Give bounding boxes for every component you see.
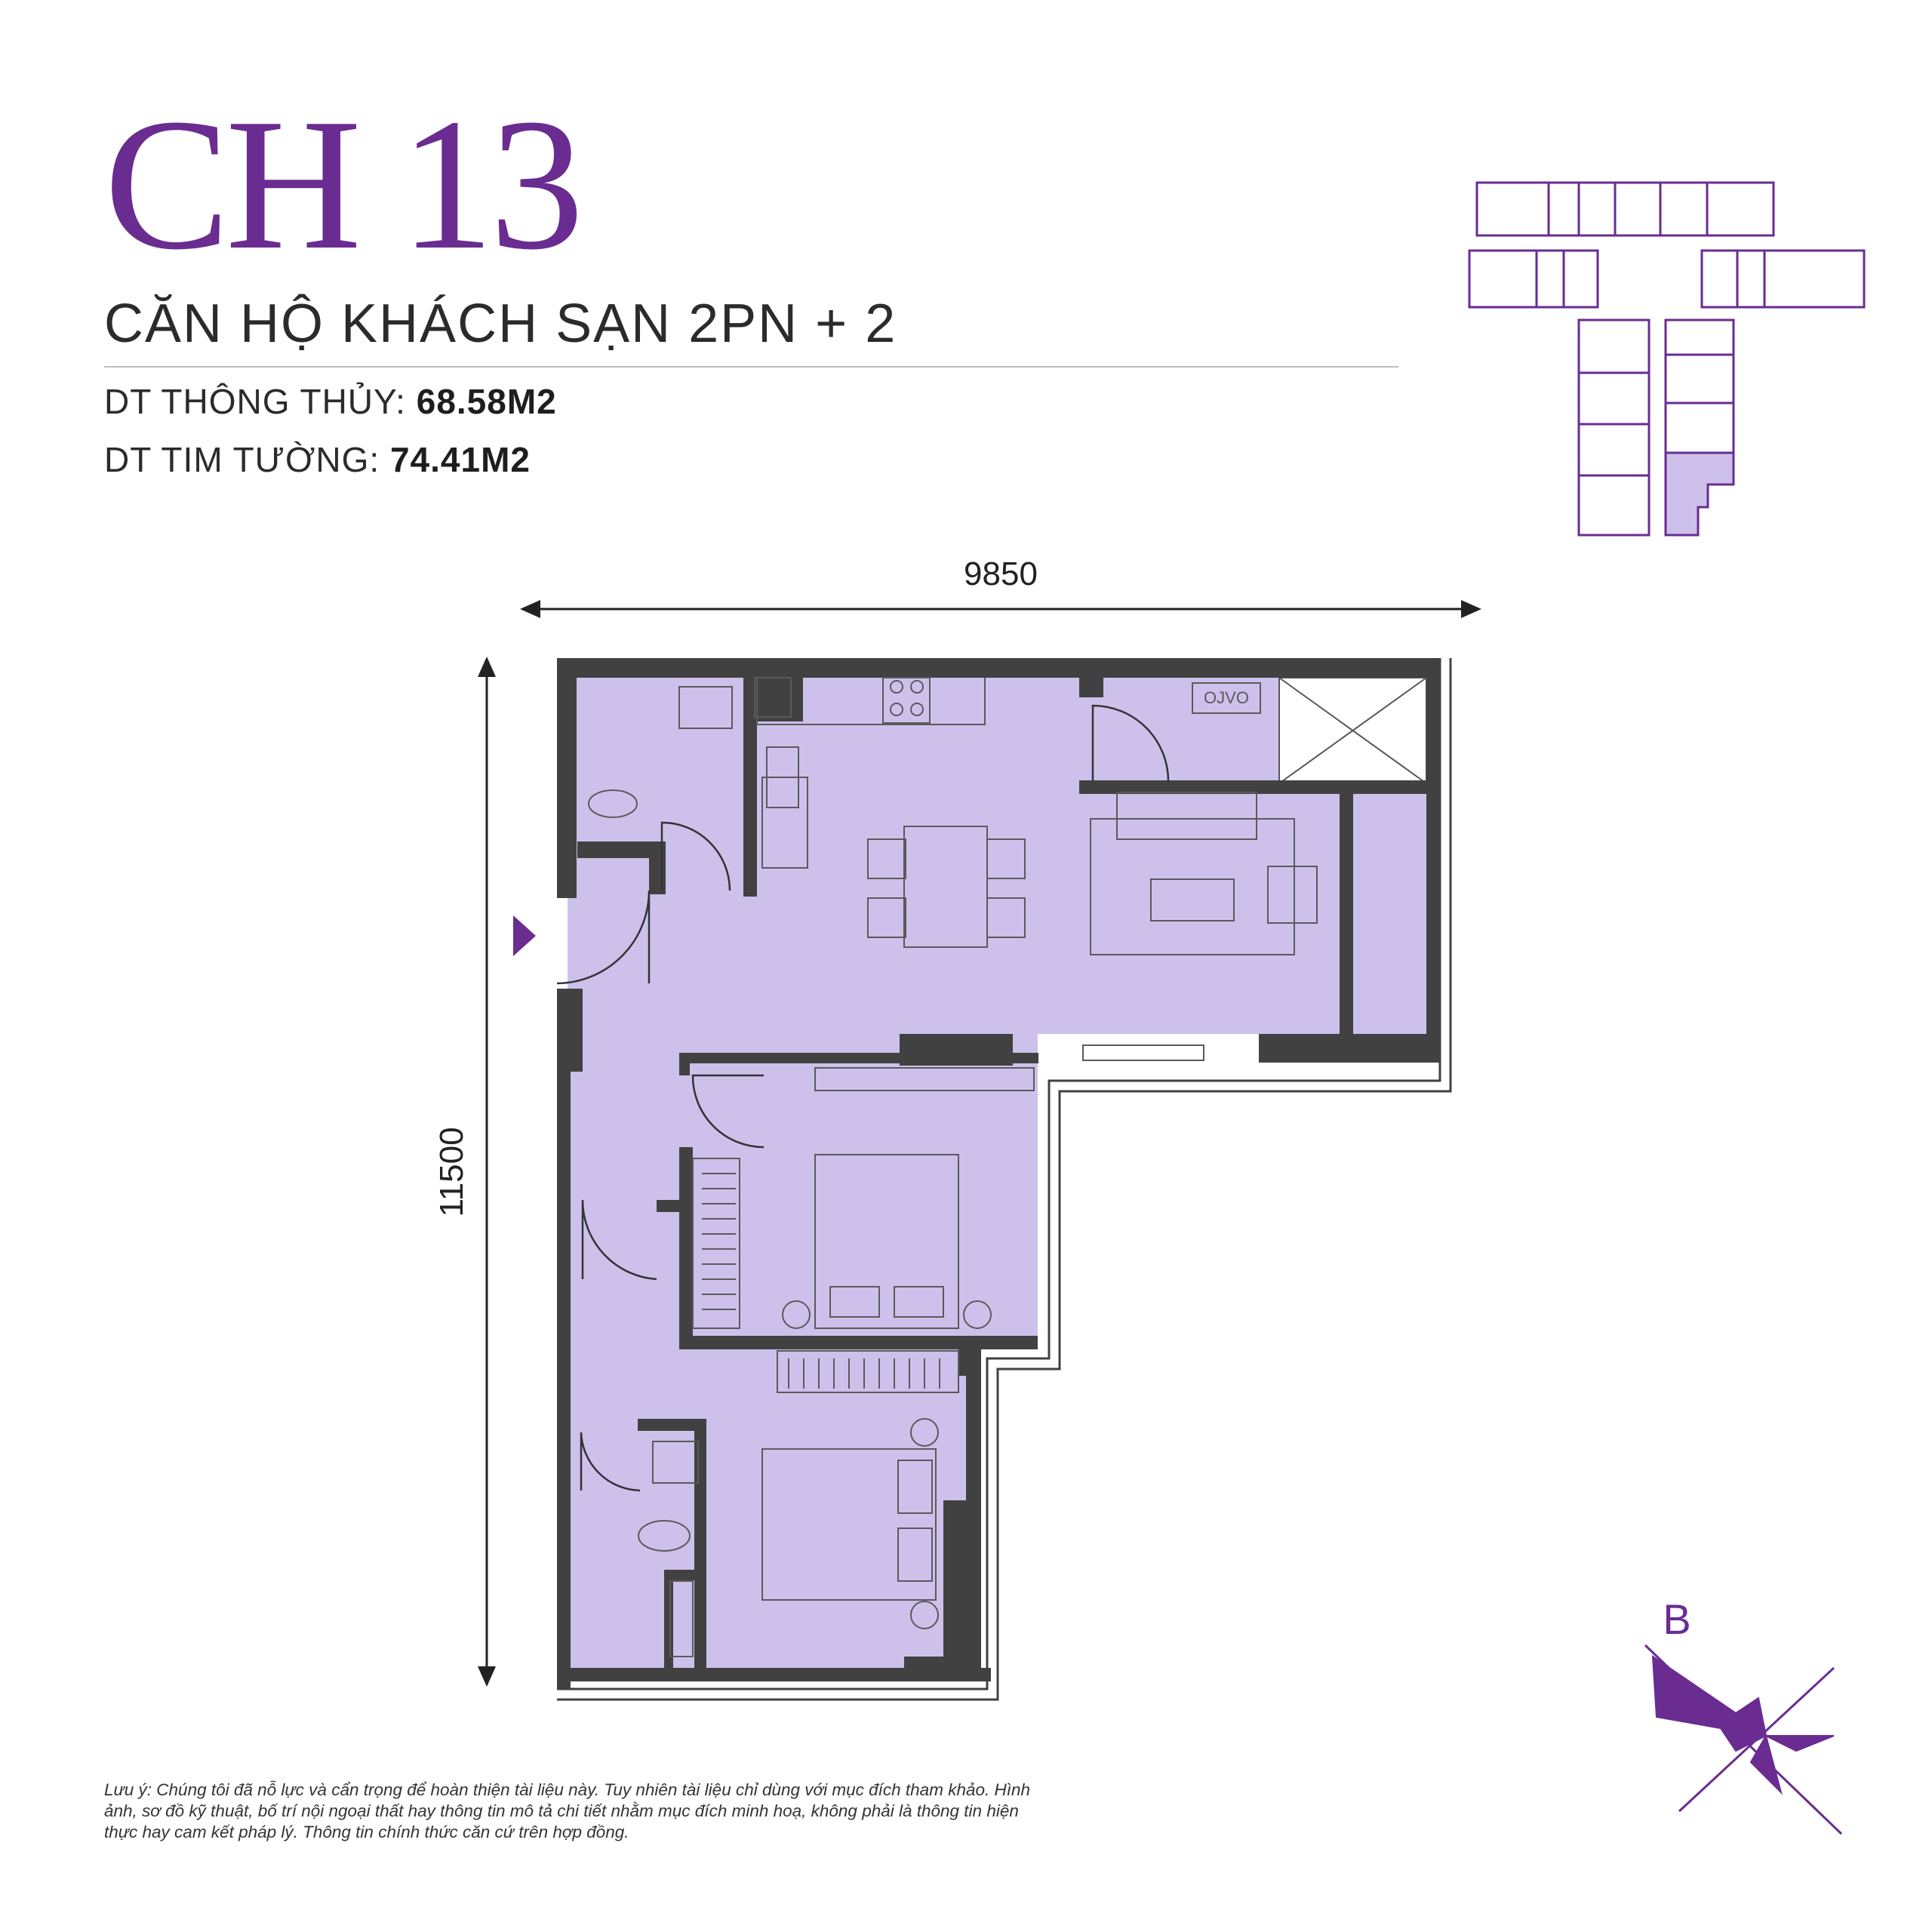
gross-area-row: DT TIM TƯỜNG: 74.41M2: [104, 439, 531, 480]
armchair: [1267, 866, 1318, 924]
sofa: [1116, 792, 1257, 840]
star-logo-icon: [1644, 1644, 1843, 1835]
gross-area-label: DT TIM TƯỜNG:: [104, 440, 380, 479]
laundry-door: [1091, 704, 1170, 782]
net-area-value: 68.58M2: [416, 382, 557, 421]
toilet-2: [638, 1520, 691, 1552]
net-area-row: DT THÔNG THỦY: 68.58M2: [104, 381, 557, 422]
key-plan-highlight-unit: [1664, 451, 1735, 537]
kitchen-sink: [766, 746, 799, 808]
nightstand-3: [910, 1418, 939, 1447]
washer: [1192, 682, 1261, 714]
glazing: [557, 658, 1452, 1701]
dimension-width-label: 9850: [964, 555, 1038, 592]
disclaimer-note: Lưu ý: Chúng tôi đã nỗ lực và cẩn trọng …: [104, 1780, 1031, 1841]
unit-type-subtitle: CĂN HỘ KHÁCH SẠN 2PN + 2: [104, 294, 897, 354]
bedroom1-door: [691, 1074, 764, 1149]
living-rug: [1090, 818, 1295, 955]
tower-emblem: B: [1644, 1595, 1843, 1835]
key-plan-block-right: [1700, 249, 1866, 309]
gross-area-value: 74.41M2: [389, 440, 531, 479]
cooktop: [882, 677, 931, 724]
nightstand-4: [910, 1601, 939, 1629]
wardrobe-door: [581, 1199, 657, 1281]
wc-door: [660, 821, 731, 891]
bath-door: [580, 1432, 641, 1492]
doors: [556, 704, 1170, 1492]
apartment-floor: [568, 678, 1426, 1680]
washbasin: [678, 686, 733, 729]
tv-console: [1082, 1044, 1204, 1061]
shower: [669, 1580, 694, 1657]
appliance-label: OJVO: [1204, 688, 1249, 707]
key-plan-block-lower-left: [1577, 318, 1651, 537]
title-divider: [104, 366, 1398, 368]
net-area-label: DT THÔNG THỦY:: [104, 382, 406, 421]
nightstand-1: [782, 1300, 811, 1329]
furniture: OJVO: [588, 677, 1318, 1657]
wardrobe-2: [777, 1350, 959, 1393]
walls: [557, 658, 1440, 1689]
bed-1: [814, 1154, 959, 1329]
unit-title: CH 13: [104, 80, 584, 289]
tower-label: B: [1663, 1595, 1690, 1643]
bedroom1-tv: [814, 1067, 1035, 1091]
dimension-height-label: 11500: [433, 1127, 470, 1217]
washbasin-2: [652, 1441, 699, 1484]
key-plan-block-left: [1468, 249, 1599, 309]
toilet: [588, 789, 638, 818]
dimension-width: 9850: [520, 555, 1481, 618]
bed-2: [761, 1448, 937, 1601]
dining-table: [903, 826, 988, 948]
wardrobe-1: [692, 1158, 740, 1329]
fridge: [754, 677, 792, 718]
entry-door-swing: [556, 890, 651, 985]
nightstand-2: [963, 1300, 992, 1329]
coffee-table: [1150, 878, 1235, 921]
dimension-height: 11500: [433, 657, 496, 1687]
entry-arrow-icon: [513, 915, 536, 956]
kitchen-counter: [761, 777, 808, 869]
key-plan-block-top: [1475, 181, 1775, 237]
key-plan: [1468, 181, 1866, 537]
